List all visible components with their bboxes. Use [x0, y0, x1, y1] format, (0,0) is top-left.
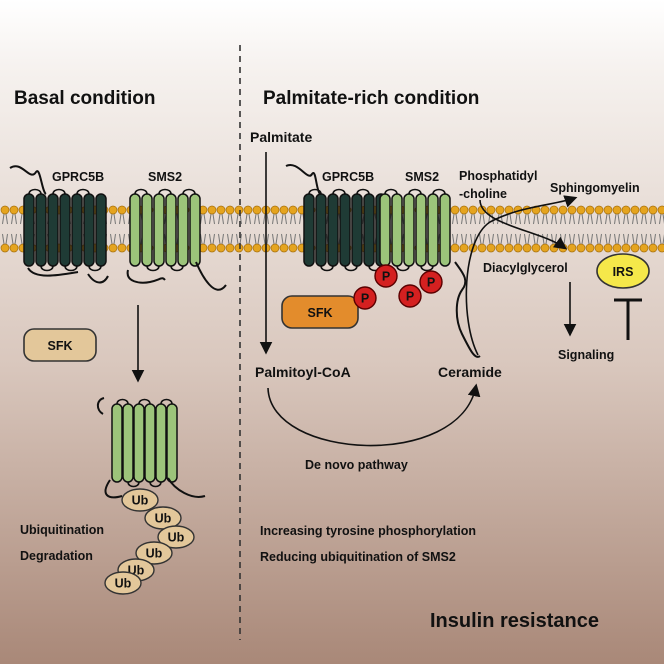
palmitate-label: Palmitate: [250, 129, 312, 145]
palm-sms2-protein: [379, 188, 481, 358]
signaling-label: Signaling: [558, 348, 614, 362]
svg-text:IRS: IRS: [613, 265, 634, 279]
svg-text:Ub: Ub: [146, 547, 163, 561]
basal-sms2-label: SMS2: [148, 170, 182, 184]
svg-text:P: P: [406, 290, 414, 304]
dag-label: Diacylglycerol: [483, 261, 568, 275]
basal-gprc5b-protein: [9, 165, 109, 284]
svg-text:P: P: [361, 292, 369, 306]
phospho-site: P: [374, 264, 398, 288]
ubiquitination-label: Ubiquitination: [20, 523, 104, 537]
palmitoyl-coa-label: Palmitoyl-CoA: [255, 364, 351, 380]
basal-sms2-protein: [126, 188, 227, 291]
palmitate-title: Palmitate-rich condition: [263, 88, 479, 109]
ubiquitin: Ub: [135, 541, 173, 565]
svg-text:Ub: Ub: [115, 577, 132, 591]
phospho-site: P: [419, 270, 443, 294]
svg-text:P: P: [427, 276, 435, 290]
palm-gprc5b-label: GPRC5B: [322, 170, 374, 184]
pc-label-line1: Phosphatidyl: [459, 169, 537, 183]
irs-inhibition-bar: [614, 298, 642, 340]
svg-text:Ub: Ub: [155, 512, 172, 526]
irs-ellipse: IRS: [596, 253, 650, 289]
insulin-resistance-label: Insulin resistance: [430, 610, 599, 632]
svg-text:Ub: Ub: [132, 494, 149, 508]
phospho-site: P: [398, 284, 422, 308]
ubiquitin: Ub: [157, 525, 195, 549]
svg-text:SFK: SFK: [48, 339, 73, 353]
ubiquitin: Ub: [121, 488, 159, 512]
denovo-label: De novo pathway: [305, 458, 408, 472]
palm-gprc5b-protein: [285, 163, 387, 272]
pc-label-line2: -choline: [459, 187, 507, 201]
palm-sms2-label: SMS2: [405, 170, 439, 184]
note-phosphorylation: Increasing tyrosine phosphorylation: [260, 524, 476, 538]
internalized-sms2-protein: [96, 397, 206, 499]
ceramide-to-sm-arrow: [465, 195, 578, 356]
ceramide-label: Ceramide: [438, 364, 502, 380]
basal-sfk: SFK: [23, 328, 97, 362]
denovo-arrow: [267, 383, 481, 447]
pc-to-dag-arrow: [479, 199, 568, 250]
svg-text:SFK: SFK: [308, 306, 333, 320]
basal-gprc5b-label: GPRC5B: [52, 170, 104, 184]
palm-sfk: SFK: [281, 295, 359, 329]
note-ubiquitination: Reducing ubiquitination of SMS2: [260, 550, 456, 564]
degradation-label: Degradation: [20, 549, 93, 563]
sphingomyelin-label: Sphingomyelin: [550, 181, 640, 195]
ubiquitin: Ub: [104, 571, 142, 595]
svg-text:P: P: [382, 270, 390, 284]
basal-title: Basal condition: [14, 88, 155, 109]
svg-text:Ub: Ub: [168, 531, 185, 545]
phospho-site: P: [353, 286, 377, 310]
